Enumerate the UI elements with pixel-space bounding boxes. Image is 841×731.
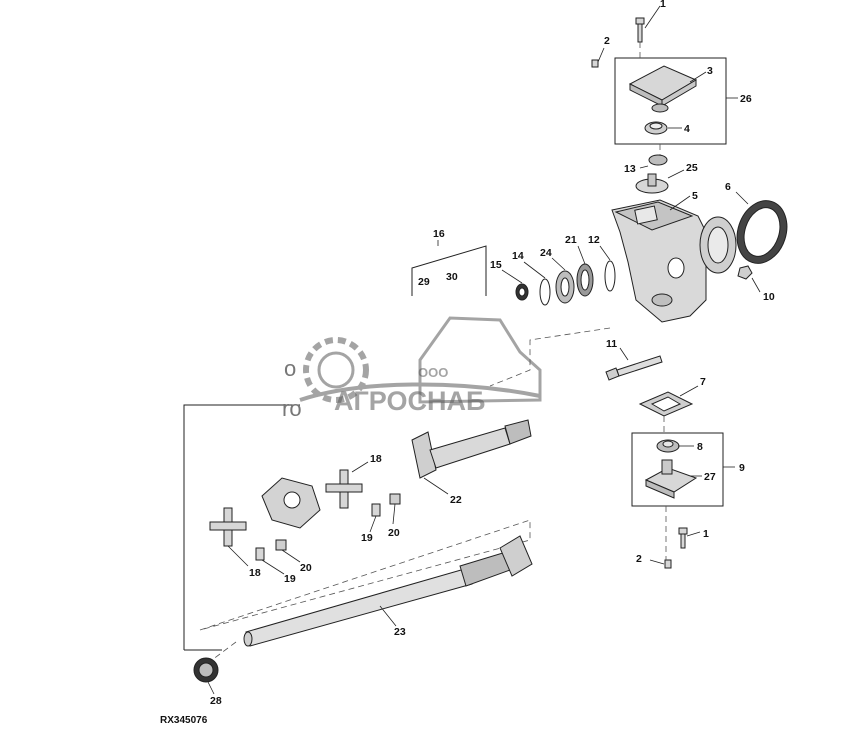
callout-25: 25: [686, 162, 698, 174]
seal-part-15: [515, 283, 529, 301]
bearing-part-21: [576, 263, 594, 297]
cover-part-3: [628, 65, 698, 113]
bolt-part-1-top: [635, 17, 645, 43]
pin-part-25: [635, 173, 669, 194]
callout-7: 7: [700, 376, 706, 388]
callout-15: 15: [490, 259, 502, 271]
callout-9: 9: [739, 462, 745, 474]
figure-code: RX345076: [160, 715, 208, 726]
watermark-fragment-b: ro: [282, 396, 302, 421]
callout-20-left: 20: [300, 562, 312, 574]
callout-3: 3: [707, 65, 713, 77]
nut-part-10: [737, 265, 753, 280]
fitting-part-2-top: [591, 59, 599, 68]
callout-22: 22: [450, 494, 462, 506]
callout-4: 4: [684, 123, 690, 135]
callout-24: 24: [540, 247, 552, 259]
callout-19-right: 19: [361, 532, 373, 544]
pin-cap-part-27: [644, 459, 698, 499]
fitting-part-2-bottom: [664, 559, 672, 569]
snap-ring-part-12: [604, 260, 616, 292]
callout-28: 28: [210, 695, 222, 707]
callout-16: 16: [433, 228, 445, 240]
seal-part-13: [648, 154, 668, 166]
watermark-fragment-a: o: [284, 356, 296, 381]
shaft-assembly-box: [183, 404, 300, 650]
watermark-brand: АГРОСНАБ: [334, 386, 485, 416]
callout-13: 13: [624, 163, 636, 175]
callout-6: 6: [725, 181, 731, 193]
callout-26: 26: [740, 93, 752, 105]
callout-5: 5: [692, 190, 698, 202]
callout-12: 12: [588, 234, 600, 246]
fitting-part-19-right: [371, 503, 381, 517]
plug-part-20-left: [275, 539, 287, 551]
callout-29: 29: [418, 276, 430, 288]
seal-ring-part-6: [736, 200, 788, 264]
bolt-part-11: [605, 355, 663, 381]
gasket-part-7: [638, 391, 694, 417]
callout-14: 14: [512, 250, 524, 262]
center-yoke-housing: [261, 477, 321, 529]
kit-box-16: [411, 245, 487, 296]
axle-shaft-part-23: [243, 535, 533, 647]
watermark-logo: [299, 316, 542, 404]
u-joint-part-18-upper: [325, 469, 363, 509]
watermark-prefix: ООО: [418, 365, 448, 380]
callout-8: 8: [697, 441, 703, 453]
plug-part-20-right: [389, 493, 401, 505]
callout-1-top: 1: [660, 0, 666, 10]
callout-11: 11: [606, 338, 617, 350]
knuckle-housing-part-5: [611, 199, 737, 323]
bolt-part-1-bottom: [678, 527, 688, 549]
callout-2-top: 2: [604, 35, 610, 47]
callout-19-left: 19: [284, 573, 296, 585]
assembly-box-26: [614, 57, 727, 145]
fitting-part-19-left: [255, 547, 265, 561]
callout-2-bottom: 2: [636, 553, 642, 565]
u-joint-part-18-lower: [209, 507, 247, 547]
callout-23: 23: [394, 626, 406, 638]
assembly-box-9: [631, 432, 724, 507]
callout-20-right: 20: [388, 527, 400, 539]
callout-27: 27: [704, 471, 716, 483]
callout-1-bottom: 1: [703, 528, 709, 540]
callout-10: 10: [763, 291, 775, 303]
callout-21: 21: [565, 234, 577, 246]
bearing-part-4: [644, 121, 668, 135]
ring-part-14: [539, 278, 551, 306]
callout-30: 30: [446, 271, 458, 283]
bearing-part-24: [555, 270, 575, 304]
callout-18-upper: 18: [370, 453, 382, 465]
shaft-part-22: [411, 419, 532, 479]
callout-18-lower: 18: [249, 567, 261, 579]
bearing-part-8: [656, 439, 680, 453]
seal-part-28: [193, 657, 219, 683]
